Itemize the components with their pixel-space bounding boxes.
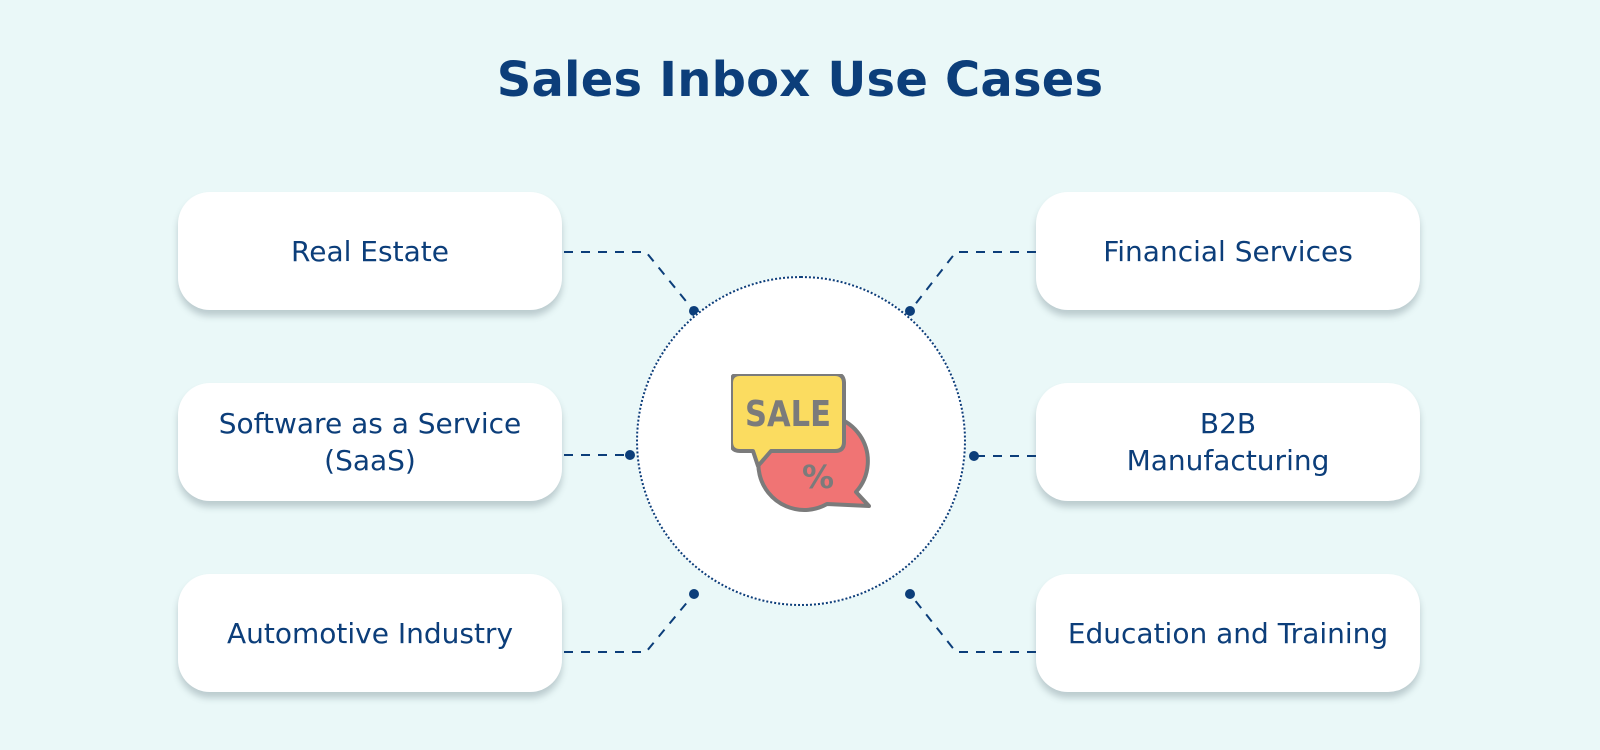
use-case-saas: Software as a Service (SaaS)	[178, 383, 562, 501]
use-case-label: Software as a Service (SaaS)	[218, 407, 522, 477]
sale-percent-speech-bubbles-icon: SALE %	[731, 374, 871, 512]
use-case-label: B2B Manufacturing	[1126, 407, 1330, 477]
use-case-label: Financial Services	[1103, 234, 1353, 268]
use-case-b2b-manufacturing: B2B Manufacturing	[1036, 383, 1420, 501]
sale-text: SALE	[745, 394, 831, 435]
connector-financial	[909, 251, 1036, 312]
connector-dot-automotive	[689, 589, 699, 599]
connector-real-estate	[564, 251, 695, 312]
percent-text: %	[802, 458, 834, 496]
use-case-label: Real Estate	[291, 234, 449, 268]
use-case-education-training: Education and Training	[1036, 574, 1420, 692]
connector-dot-education	[905, 589, 915, 599]
connector-dot-b2b	[969, 451, 979, 461]
sale-bubble	[731, 374, 846, 468]
connector-automotive	[564, 593, 695, 653]
use-case-automotive: Automotive Industry	[178, 574, 562, 692]
use-case-real-estate: Real Estate	[178, 192, 562, 310]
use-case-label: Automotive Industry	[226, 616, 514, 650]
connector-education	[909, 593, 1036, 653]
use-case-label: Education and Training	[1067, 616, 1389, 650]
connector-dot-financial	[905, 306, 915, 316]
use-case-financial-services: Financial Services	[1036, 192, 1420, 310]
connector-dot-saas	[625, 450, 635, 460]
page-title: Sales Inbox Use Cases	[496, 52, 1104, 108]
